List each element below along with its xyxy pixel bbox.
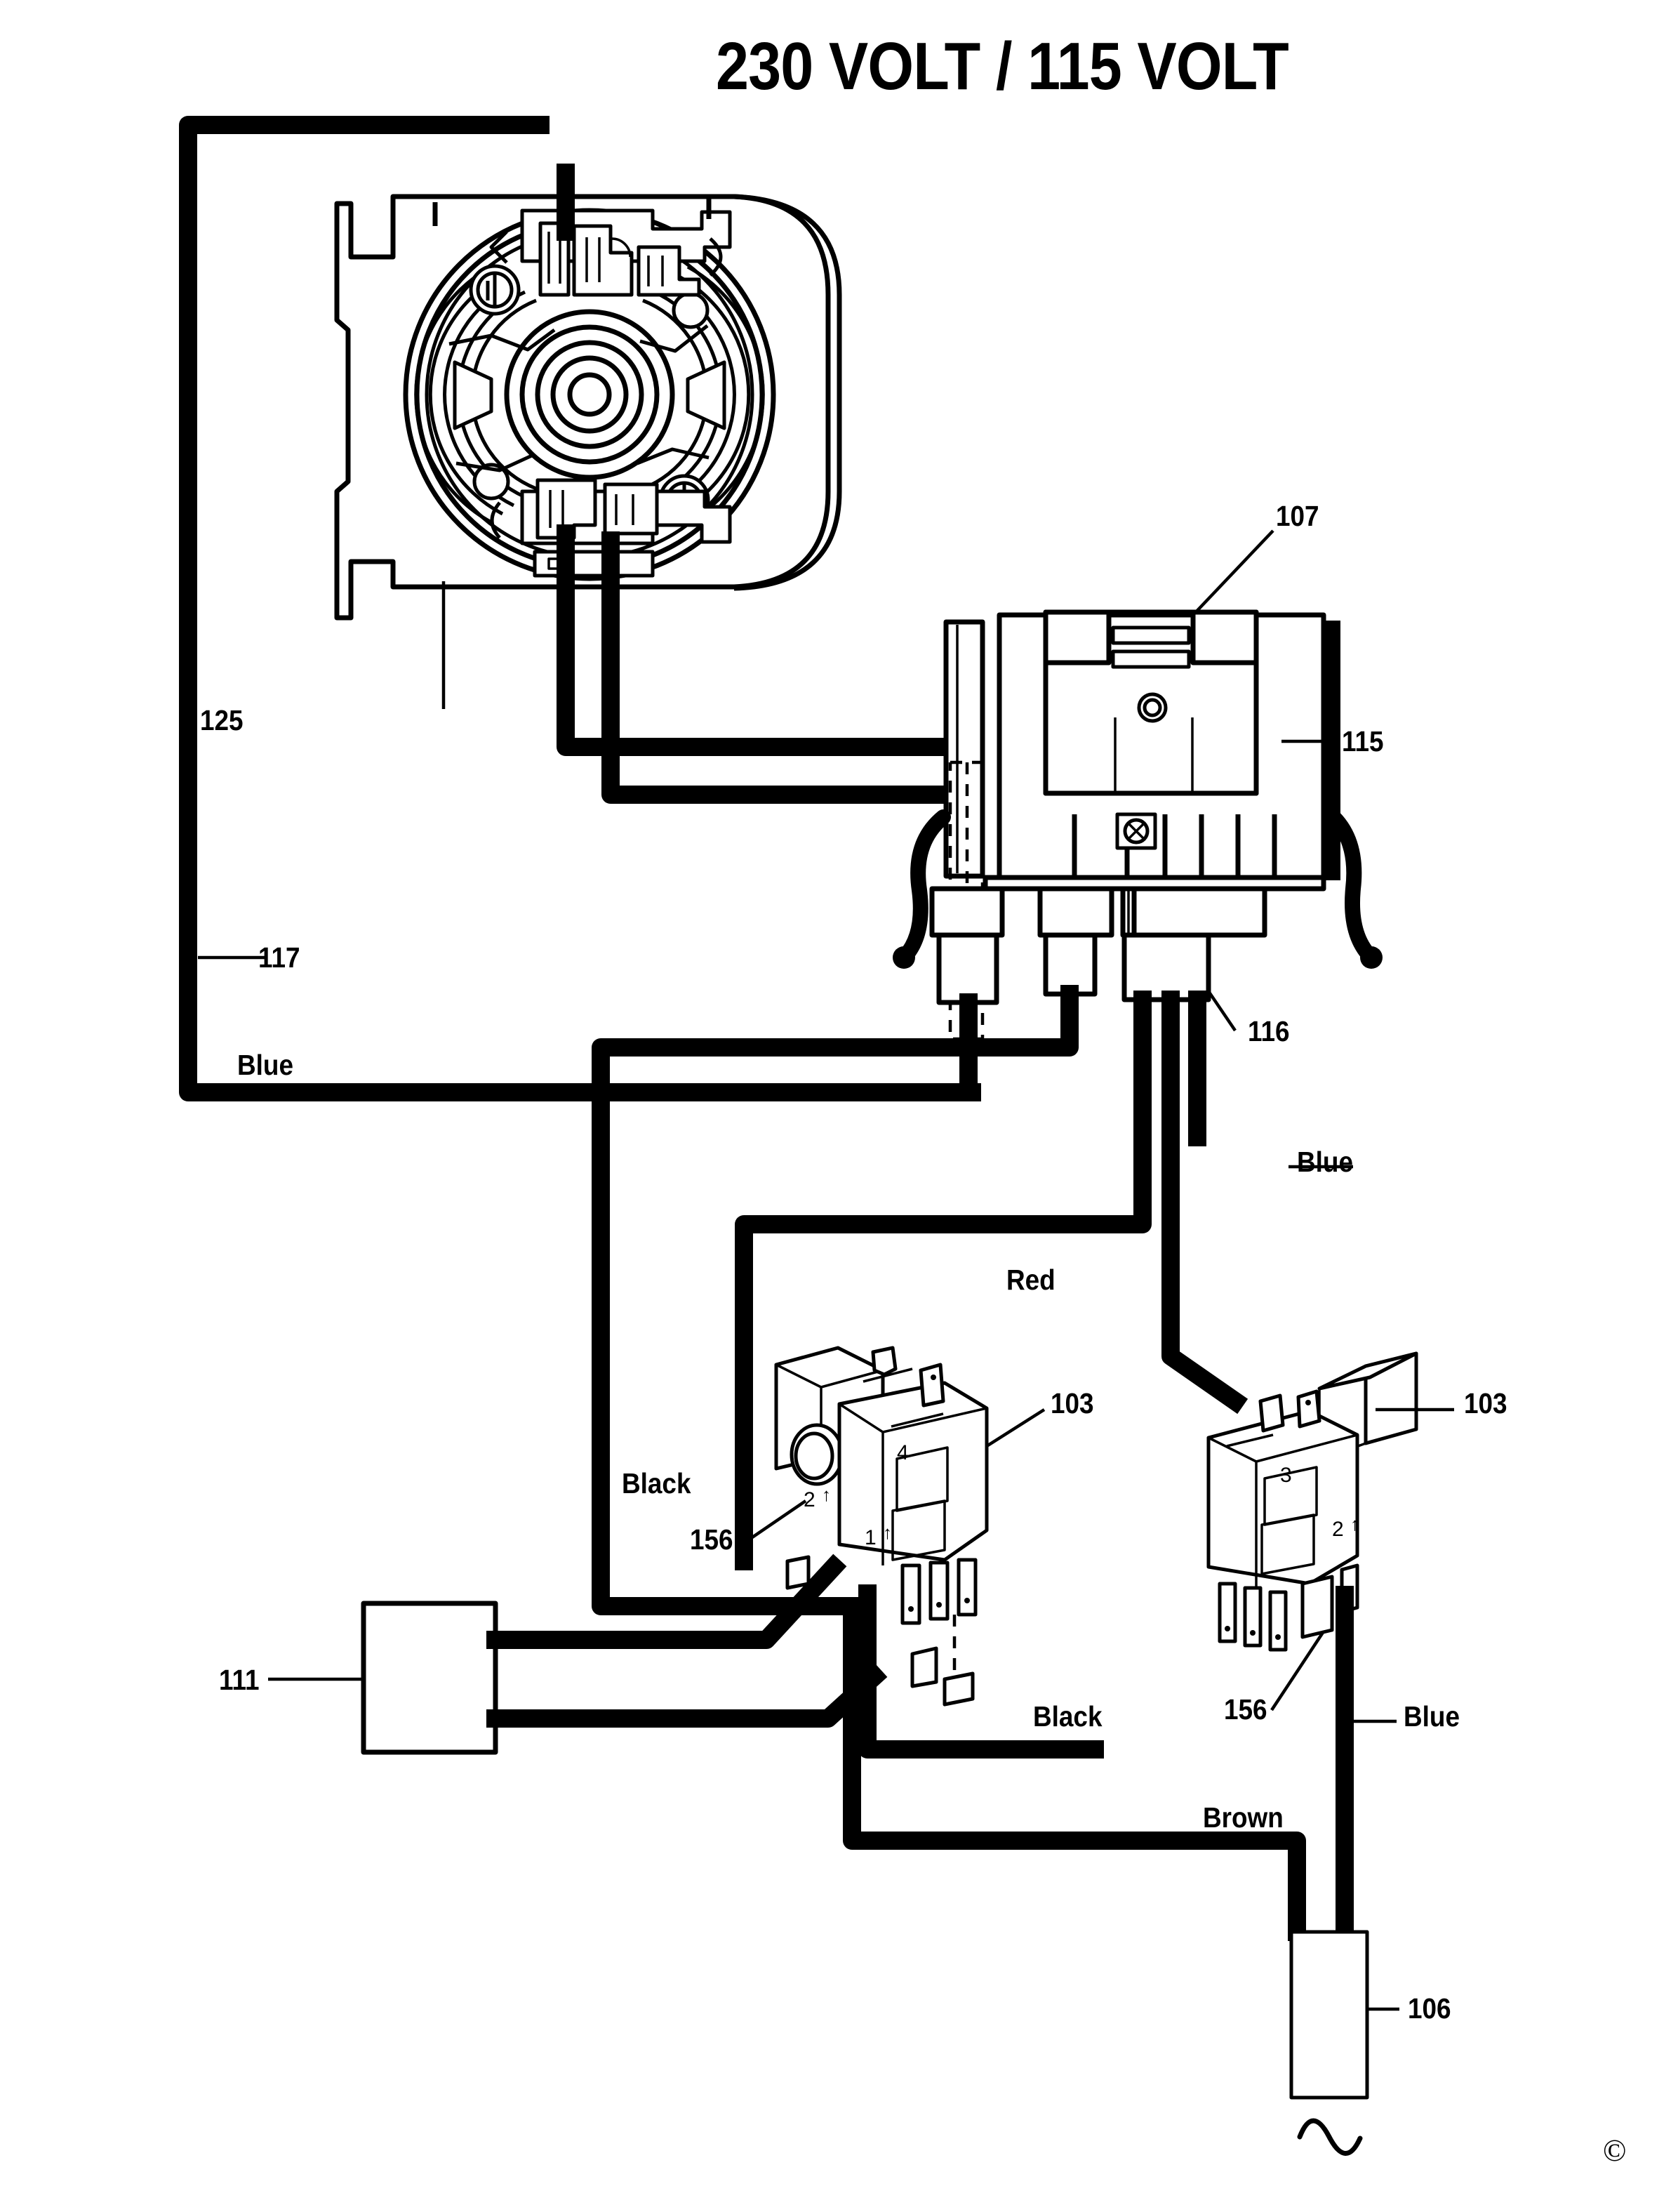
- callout-103-left: 103: [1051, 1387, 1094, 1419]
- control-module: [943, 609, 1340, 892]
- switch-left-terminal-2: 2: [804, 1488, 815, 1511]
- switch-right-terminal-2: 2: [1332, 1518, 1344, 1541]
- motor-lead-wires: [557, 164, 976, 804]
- terminal-block-116: [929, 886, 1267, 1005]
- callout-125: 125: [200, 704, 244, 736]
- callout-111: 111: [219, 1664, 260, 1696]
- switch-right: [1206, 1351, 1418, 1652]
- copyright-symbol: ©: [1603, 2133, 1627, 2168]
- callout-115: 115: [1342, 725, 1384, 757]
- motor-stator-assembly: [334, 194, 842, 621]
- strain-relief-loops: [893, 807, 1383, 969]
- wire-label-blue-lower: Blue: [1404, 1700, 1460, 1733]
- switch-left: [774, 1346, 989, 1707]
- blue-supply-wire-117: [179, 116, 981, 1101]
- callout-156-right: 156: [1224, 1693, 1267, 1726]
- callout-156-left: 156: [690, 1523, 733, 1556]
- callout-leaders: [198, 529, 1454, 2011]
- wire-label-blue-motor: Blue: [237, 1049, 293, 1081]
- wire-label-black-lower: Black: [1033, 1700, 1103, 1733]
- switch-left-terminal-1: 1: [865, 1526, 877, 1549]
- wire-label-black-cap: Black: [622, 1467, 691, 1499]
- callout-117: 117: [258, 941, 300, 974]
- callout-107: 107: [1276, 500, 1319, 532]
- page-title: 230 VOLT / 115 VOLT: [716, 29, 1289, 104]
- switch-right-terminal-3: 3: [1280, 1464, 1292, 1487]
- terminal-arrow-left-2: ↑: [822, 1484, 831, 1505]
- capacitor-111: [361, 1554, 888, 1755]
- mains-cord-106: [1289, 1930, 1369, 2156]
- callout-106: 106: [1408, 1992, 1451, 2025]
- wire-label-red: Red: [1006, 1264, 1056, 1296]
- terminal-arrow-left-1: ↑: [883, 1522, 892, 1543]
- terminal-block-output-wires: [592, 985, 1248, 1615]
- wire-label-blue-right: Blue: [1297, 1146, 1353, 1178]
- lower-wire-network: [843, 1584, 1354, 1941]
- terminal-arrow-right-2: ↑: [1350, 1514, 1359, 1535]
- wire-label-brown: Brown: [1203, 1801, 1284, 1834]
- callout-103-right: 103: [1464, 1387, 1507, 1419]
- switch-left-terminal-4: 4: [897, 1441, 909, 1464]
- callout-116: 116: [1248, 1015, 1290, 1047]
